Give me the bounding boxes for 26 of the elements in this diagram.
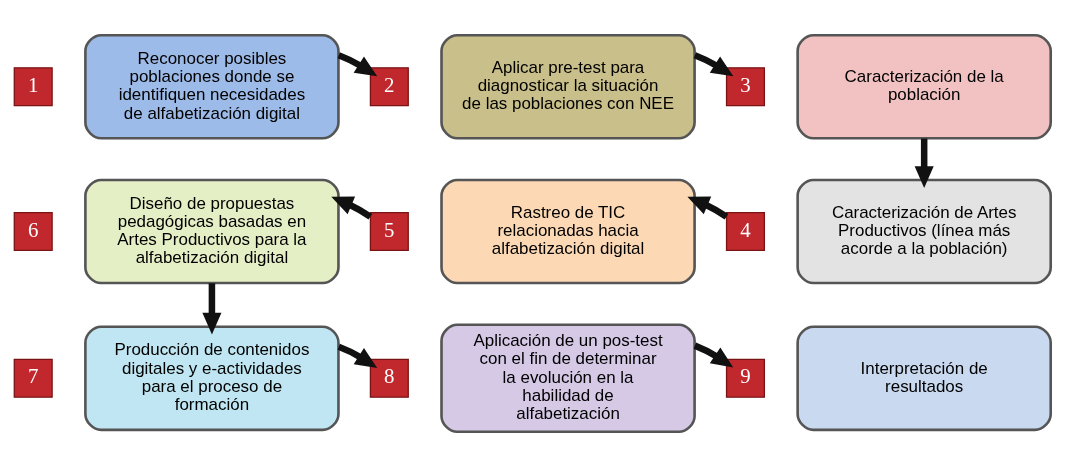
node-box: 3 — [725, 66, 765, 106]
node-box: Rastreo de TIC relacionadas hacia alfabetización digital — [440, 178, 696, 284]
node-box: 6 — [13, 211, 53, 251]
arrow — [693, 342, 734, 367]
arrow — [914, 138, 934, 188]
node-box: 4 — [725, 211, 765, 251]
node-box: Aplicar pre-test para diagnosticar la situación de las poblaciones con NEE — [440, 33, 696, 140]
node-box: 5 — [369, 211, 409, 251]
arrow — [687, 196, 729, 219]
arrow — [693, 51, 734, 76]
node-box: Diseño de propuestas pedagógicas basadas en Artes Productivos para la alfabetización digital — [84, 178, 340, 284]
arrow — [337, 343, 378, 368]
arrow — [331, 196, 373, 219]
arrow — [202, 282, 222, 334]
node-box: Aplicación de un pos-test con el fin de determinar la evolución en la habilidad de alfabetización — [440, 323, 696, 433]
node-box: 8 — [369, 358, 409, 398]
node-box: Interpretación de resultados — [796, 324, 1052, 431]
node-box: Reconocer posibles poblaciones donde se identifiquen necesidades de alfabetización digital — [84, 33, 340, 140]
node-box: 1 — [13, 66, 53, 106]
node-box: Caracterización de la población — [796, 33, 1052, 140]
node-box: 7 — [13, 358, 53, 398]
node-box: 2 — [369, 66, 409, 106]
node-box: 9 — [725, 358, 765, 398]
arrow — [337, 51, 378, 76]
node-box: Caracterización de Artes Productivos (línea más acorde a la población) — [796, 178, 1052, 284]
node-box: Producción de contenidos digitales y e-actividades para el proceso de formación — [84, 324, 340, 431]
